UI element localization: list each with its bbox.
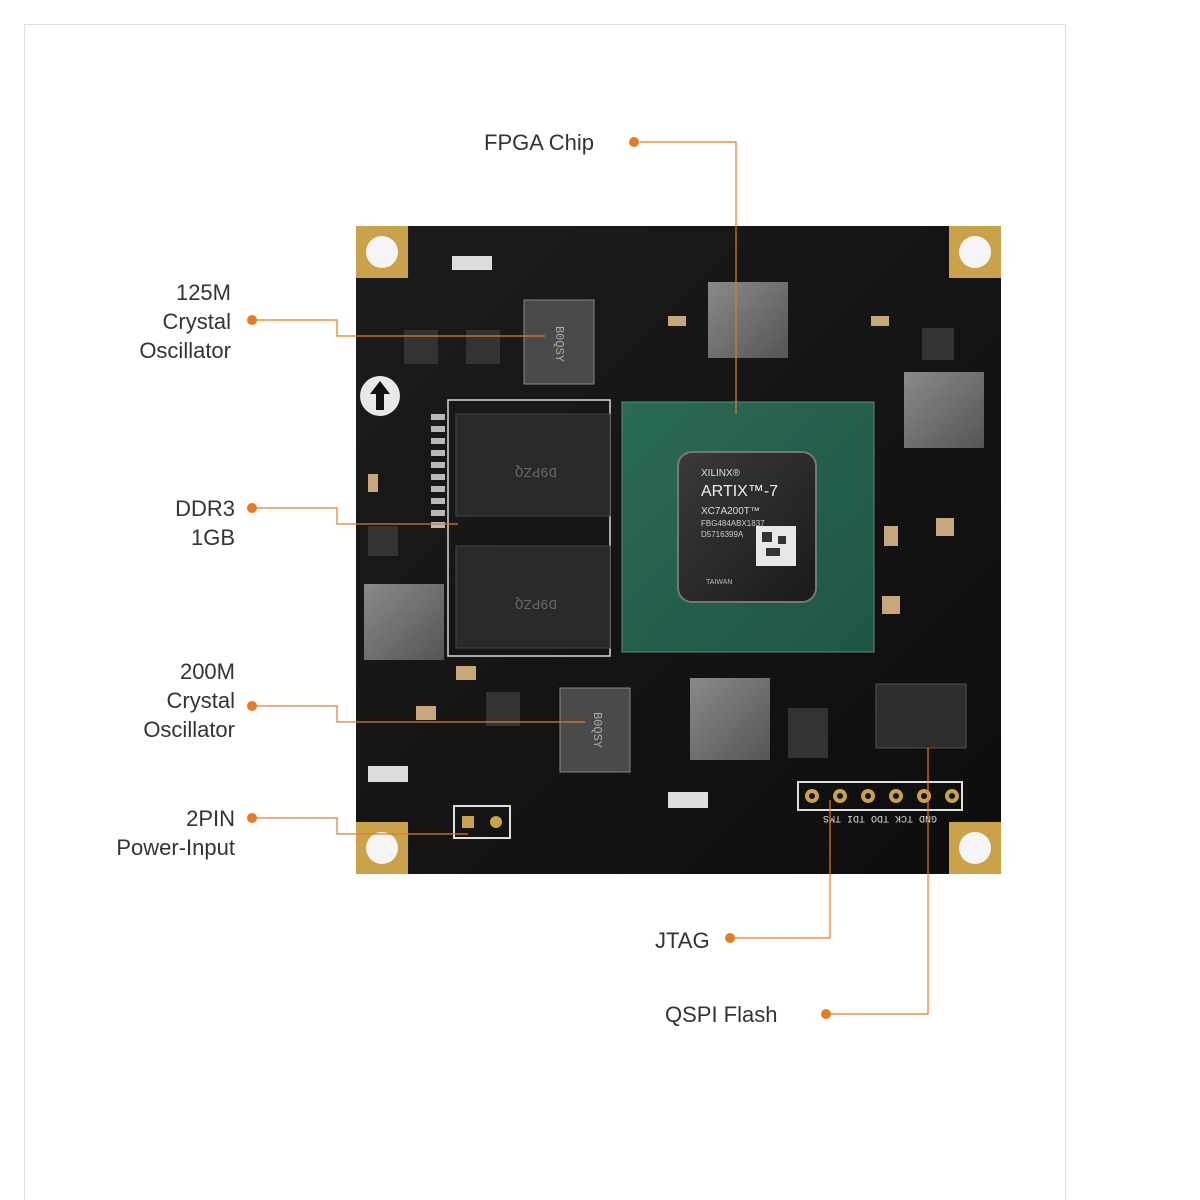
jtag-silkscreen: GND TCK TDO TDI TMS (823, 812, 937, 823)
chip-family: ARTIX™-7 (701, 483, 778, 500)
power-line2: Power-Input (116, 835, 235, 860)
ddr3-label: DDR3 1GB (100, 494, 235, 552)
osc-marking-2: B0QSY (590, 712, 604, 748)
ddr3-line2: 1GB (190, 525, 235, 550)
ddr-marking-1: D9PZQ (515, 463, 557, 479)
chip-lot1: FBG484ABX1837 (701, 519, 765, 528)
osc200-line3: Oscillator (143, 717, 235, 742)
osc125-label: 125M Crystal Oscillator (100, 278, 231, 365)
ddr3-dot (247, 503, 257, 513)
osc125-line1: 125M (175, 280, 231, 305)
osc-marking-1: B0QSY (552, 326, 566, 362)
fpga-board-photo: D9PZQ D9PZQ XILINX® ARTIX™-7 XC7A200T™ F… (356, 226, 1001, 874)
ddr3-line1: DDR3 (175, 496, 235, 521)
osc125-line3: Oscillator (139, 338, 231, 363)
osc125-dot (247, 315, 257, 325)
fpga-chip-label: FPGA Chip (484, 130, 595, 155)
power-line1: 2PIN (186, 806, 235, 831)
ddr-marking-2: D9PZQ (515, 595, 557, 611)
image-frame (24, 24, 1066, 1200)
osc200-line1: 200M (179, 659, 235, 684)
osc200-dot (247, 701, 257, 711)
fpga-chip-dot (629, 137, 639, 147)
osc200-label: 200M Crystal Oscillator (100, 657, 235, 744)
power-input-label: 2PIN Power-Input (80, 804, 235, 862)
jtag-dot (725, 933, 735, 943)
qspi-flash-label: QSPI Flash (665, 1002, 778, 1027)
jtag-label: JTAG (655, 928, 710, 953)
osc125-line2: Crystal (162, 309, 231, 334)
power-dot (247, 813, 257, 823)
chip-origin: TAIWAN (706, 579, 732, 586)
chip-part: XC7A200T™ (701, 506, 760, 517)
osc200-line2: Crystal (166, 688, 235, 713)
qspi-dot (821, 1009, 831, 1019)
chip-lot2: D5716399A (701, 530, 744, 539)
chip-brand: XILINX® (701, 468, 741, 479)
